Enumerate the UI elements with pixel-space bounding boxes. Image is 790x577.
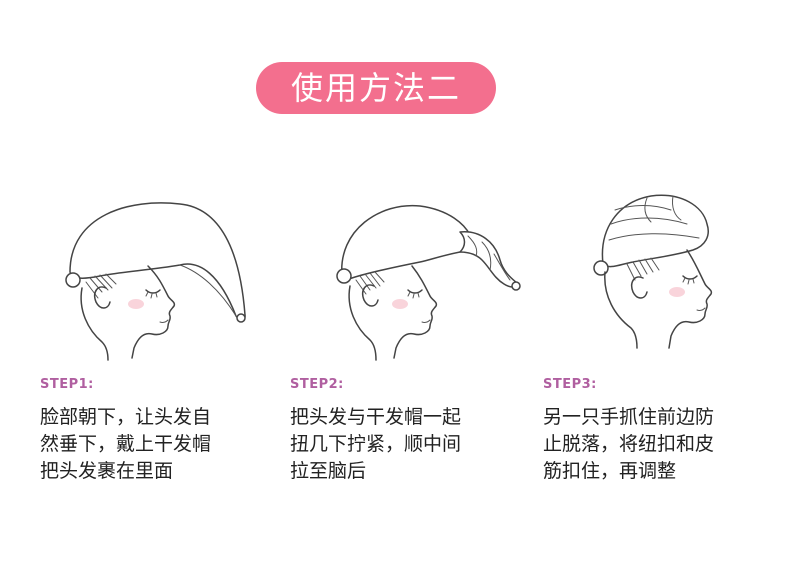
step-3-line-3: 筋扣住，再调整 bbox=[543, 460, 677, 482]
step-1-illustration bbox=[65, 202, 246, 361]
step-2-illustration bbox=[336, 204, 521, 361]
title-banner: 使用方法二 bbox=[256, 62, 496, 114]
step-3-line-1: 另一只手抓住前边防 bbox=[543, 406, 715, 428]
step-3-illustration bbox=[593, 194, 713, 349]
step-1-line-3: 把头发裹在里面 bbox=[40, 460, 174, 482]
step-2-label: STEP2: bbox=[290, 377, 344, 392]
step-1-label: STEP1: bbox=[40, 377, 94, 392]
page-title: 使用方法二 bbox=[290, 69, 461, 107]
step-2-line-3: 拉至脑后 bbox=[290, 460, 367, 482]
step-1-line-1: 脸部朝下，让头发自 bbox=[40, 406, 212, 428]
step-1-line-2: 然垂下，戴上干发帽 bbox=[40, 433, 212, 455]
step-2-line-1: 把头发与干发帽一起 bbox=[290, 406, 462, 428]
step-1-description: 脸部朝下，让头发自 然垂下，戴上干发帽 把头发裹在里面 bbox=[40, 404, 270, 485]
step-3-description: 另一只手抓住前边防 止脱落，将纽扣和皮 筋扣住，再调整 bbox=[543, 404, 773, 485]
step-3-line-2: 止脱落，将纽扣和皮 bbox=[543, 433, 715, 455]
step-2-line-2: 扭几下拧紧，顺中间 bbox=[290, 433, 462, 455]
step-3-label: STEP3: bbox=[543, 377, 597, 392]
step-2-description: 把头发与干发帽一起 扭几下拧紧，顺中间 拉至脑后 bbox=[290, 404, 520, 485]
